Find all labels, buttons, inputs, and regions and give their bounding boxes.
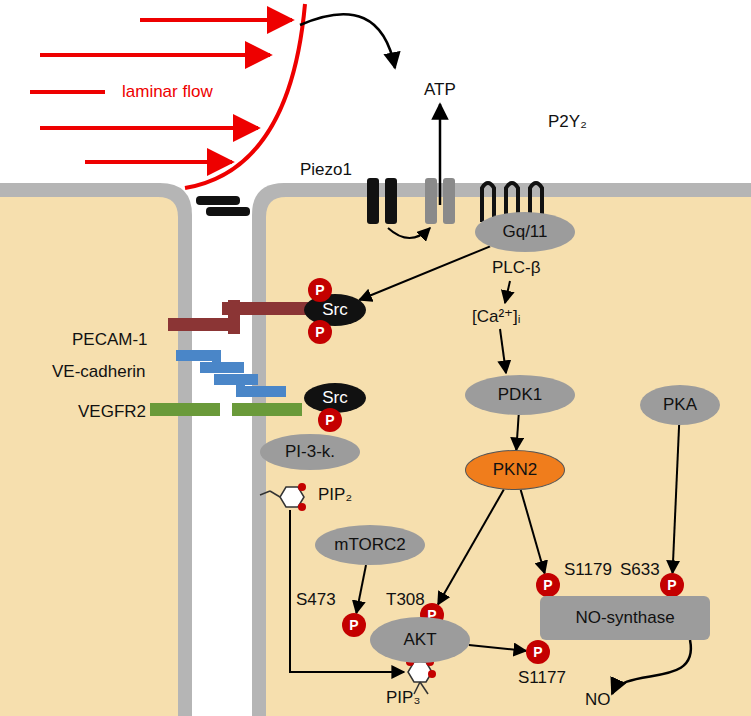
g-protein: Gq/11 — [475, 212, 575, 252]
phospho-site: P — [308, 320, 332, 344]
kinase-ellipse: AKT — [370, 617, 470, 663]
label: S1179 — [564, 560, 612, 580]
label: P2Y₂ — [548, 112, 587, 132]
phospho-site: P — [660, 573, 684, 597]
kinase-ellipse: PDK1 — [465, 375, 575, 415]
node-label: P — [325, 412, 334, 428]
node-label: Src — [322, 388, 348, 408]
node-label: P — [667, 577, 676, 593]
label: laminar flow — [122, 82, 213, 102]
kinase-ellipse: PI-3-k. — [260, 434, 360, 470]
arrow — [438, 489, 504, 604]
kinase-ellipse: PKN2 — [465, 450, 565, 490]
arrow — [521, 490, 545, 574]
node-label: P — [543, 577, 552, 593]
arrow — [469, 645, 526, 651]
node-label: Gq/11 — [502, 222, 547, 242]
label: Piezo1 — [300, 160, 352, 180]
arrow — [356, 565, 366, 613]
label: VE-cadherin — [52, 362, 146, 382]
node-label: mTORC2 — [334, 535, 405, 555]
node-label: PDK1 — [498, 385, 542, 405]
phospho-site: P — [318, 408, 342, 432]
phospho-site: P — [536, 573, 560, 597]
kinase-ellipse: PKA — [640, 385, 720, 425]
label: [Ca²⁺]ᵢ — [472, 306, 521, 327]
label: PIP₂ — [318, 485, 352, 505]
arrow — [359, 246, 490, 300]
node-label: AKT — [403, 630, 436, 650]
arrow — [516, 415, 518, 450]
node-label: P — [315, 282, 324, 298]
node-label: PI-3-k. — [285, 442, 335, 462]
label: S633 — [620, 560, 660, 580]
label: S1177 — [518, 668, 566, 688]
node-label: PKA — [663, 395, 697, 415]
node-label: NO-synthase — [575, 608, 674, 628]
enzyme-box: NO-synthase — [540, 596, 710, 640]
phospho-site: P — [526, 640, 550, 664]
arrow — [673, 425, 680, 573]
node-label: PKN2 — [493, 460, 537, 480]
label: ATP — [424, 80, 456, 100]
label: PIP₃ — [386, 688, 420, 708]
phospho-site: P — [308, 278, 332, 302]
node-label: P — [349, 617, 358, 633]
label: S473 — [296, 590, 336, 610]
node-label: Src — [322, 300, 348, 320]
node-label: P — [315, 324, 324, 340]
label: PECAM-1 — [72, 330, 148, 350]
phospho-site: P — [342, 613, 366, 637]
label: T308 — [386, 590, 425, 610]
node-label: P — [533, 644, 542, 660]
label: VEGFR2 — [78, 402, 146, 422]
label: PLC-β — [492, 258, 541, 278]
label: NO — [585, 690, 611, 710]
kinase-ellipse: mTORC2 — [315, 525, 425, 565]
